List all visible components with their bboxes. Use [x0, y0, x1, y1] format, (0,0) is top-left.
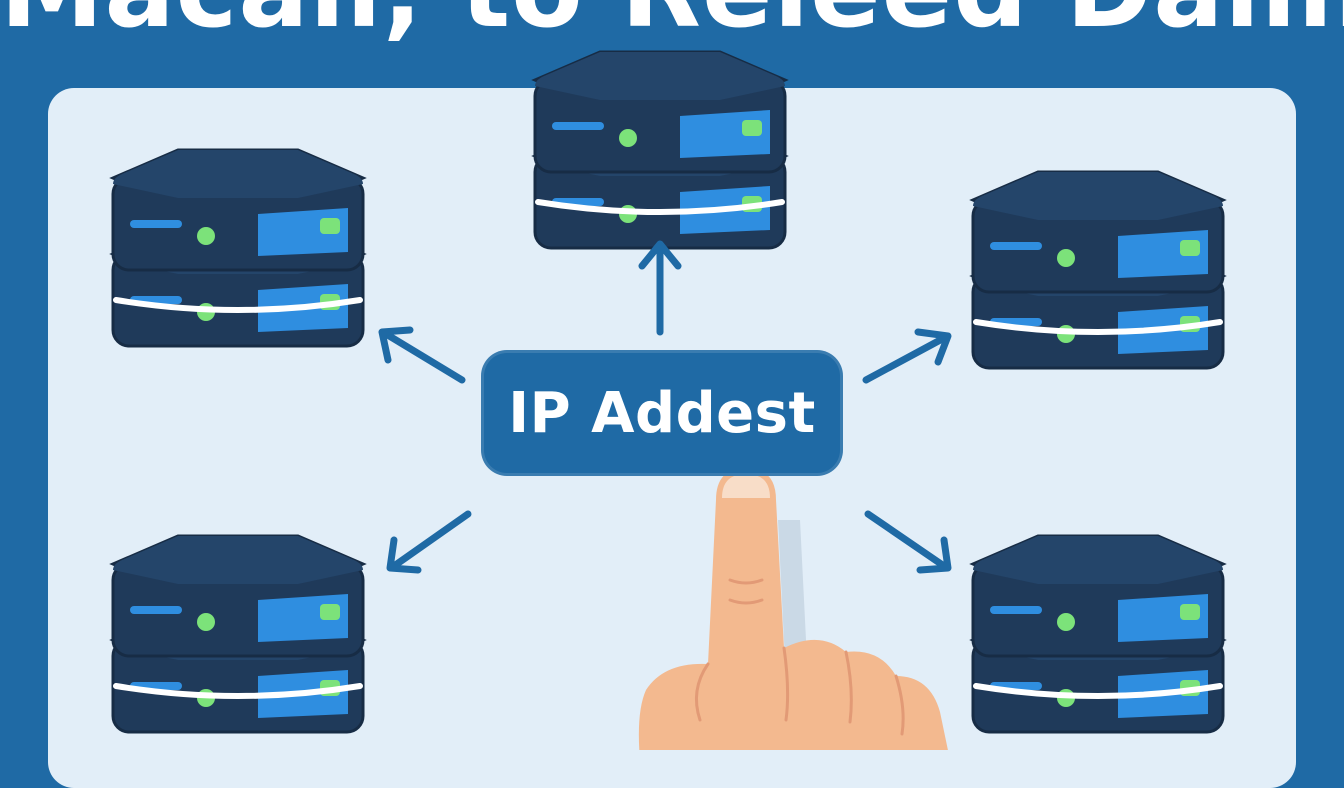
headline-title: Macail, to Releed Daim. [0, 0, 1344, 50]
server-top-left-icon [109, 148, 367, 348]
arrow-down-right-icon [864, 510, 952, 574]
server-top-right-icon [969, 170, 1227, 370]
ip-address-text: IP Addest [508, 380, 816, 446]
arrow-up-left-icon [378, 326, 466, 384]
arrow-down-left-icon [386, 510, 472, 574]
server-top-center-icon [531, 50, 789, 250]
ip-address-label: IP Addest [481, 350, 843, 476]
pointing-hand-icon [638, 468, 948, 750]
server-bottom-left-icon [109, 534, 367, 734]
server-bottom-right-icon [969, 534, 1227, 734]
arrow-up-icon [638, 240, 682, 336]
network-diagram [109, 50, 1227, 750]
arrow-up-right-icon [862, 328, 952, 384]
